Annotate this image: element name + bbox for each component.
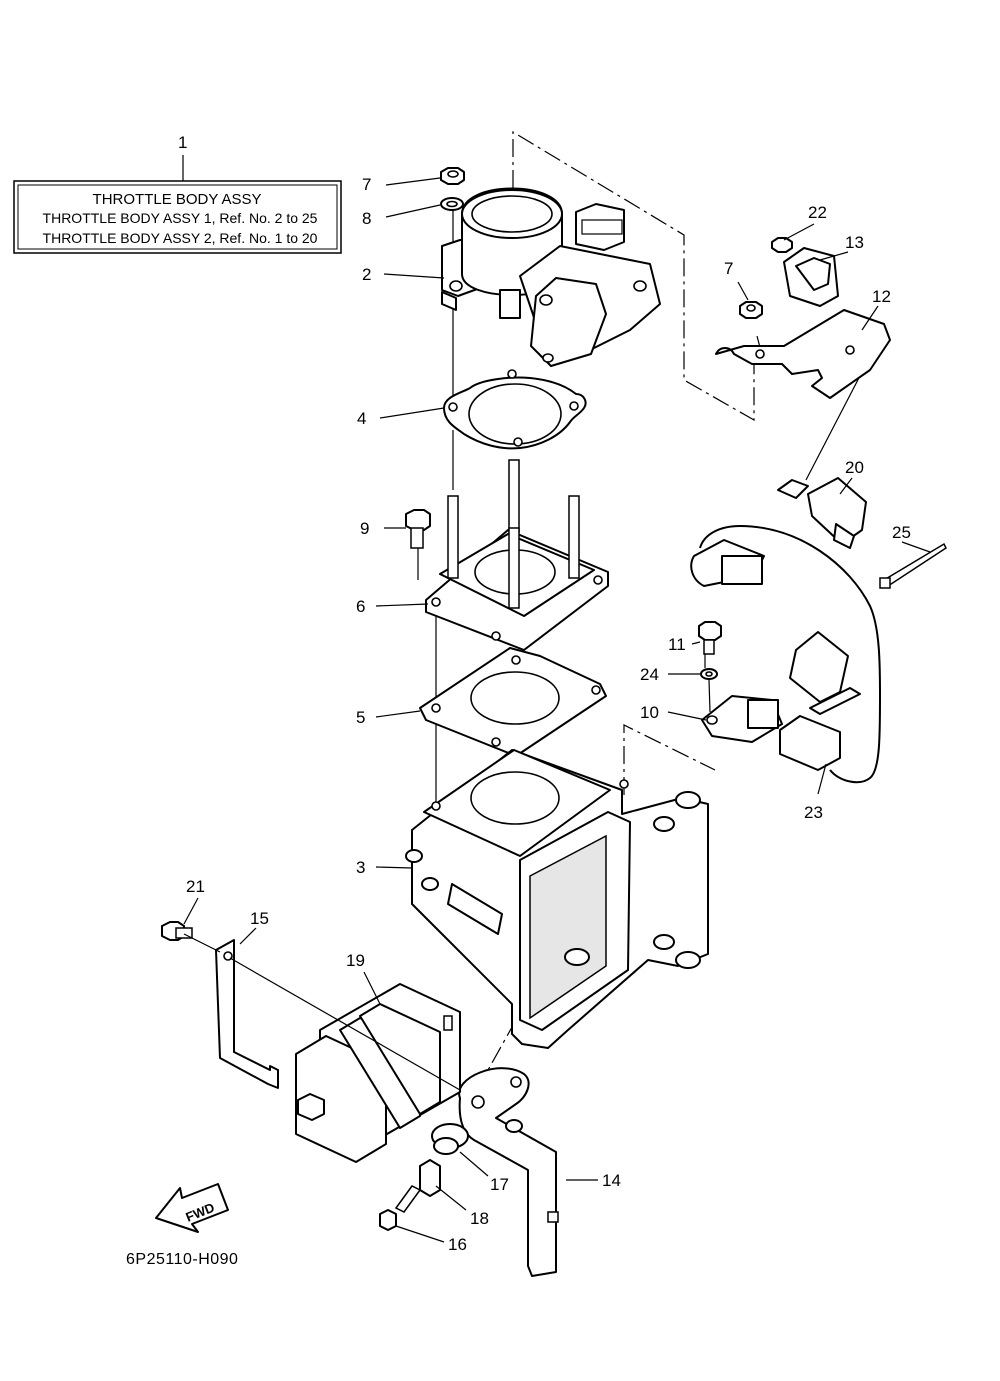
gasket-5 (419, 647, 607, 757)
legend-box: THROTTLE BODY ASSY THROTTLE BODY ASSY 1,… (13, 155, 342, 254)
legend-line-1: THROTTLE BODY ASSY 1, Ref. No. 2 to 25 (43, 210, 318, 226)
cable-tie-25 (879, 542, 947, 589)
collar-18 (419, 1159, 441, 1197)
callout-20: 20 (845, 458, 864, 477)
callout-21: 21 (186, 877, 205, 896)
callout-23: 23 (804, 803, 823, 822)
callout-7-bracket: 7 (724, 259, 733, 278)
bracket-12 (715, 309, 891, 399)
callout-17: 17 (490, 1175, 509, 1194)
legend-title: THROTTLE BODY ASSY (93, 191, 262, 208)
callout-4: 4 (357, 409, 366, 428)
callout-5: 5 (356, 708, 365, 727)
throttle-body-2 (441, 187, 661, 367)
clip-13 (783, 247, 839, 307)
bracket-14 (458, 1067, 559, 1277)
diagram-code: 6P25110-H090 (126, 1251, 238, 1268)
callout-10: 10 (640, 703, 659, 722)
callout-22: 22 (808, 203, 827, 222)
bolt-16 (379, 1185, 422, 1231)
washer-8 (440, 197, 464, 211)
callout-25: 25 (892, 523, 911, 542)
sensor-20 (777, 477, 867, 549)
bracket-15 (215, 939, 279, 1089)
callout-19: 19 (346, 951, 365, 970)
grommet-17 (431, 1123, 469, 1155)
callout-12: 12 (872, 287, 891, 306)
intake-body-3 (405, 749, 709, 1049)
canister-19 (295, 983, 461, 1163)
callout-24: 24 (640, 665, 659, 684)
callout-15: 15 (250, 909, 269, 928)
callout-18: 18 (470, 1209, 489, 1228)
nut-7-top (440, 167, 465, 185)
callout-3: 3 (356, 858, 365, 877)
callout-14: 14 (602, 1171, 621, 1190)
spacer-6 (425, 459, 609, 651)
bolt-21 (161, 921, 193, 941)
washer-24 (700, 668, 718, 680)
callout-1: 1 (178, 133, 187, 152)
wire-harness (690, 525, 881, 784)
callout-leaders (183, 177, 931, 1243)
callout-2: 2 (362, 265, 371, 284)
gasket-4 (443, 369, 587, 450)
callout-13: 13 (845, 233, 864, 252)
callout-8: 8 (362, 209, 371, 228)
forward-arrow-icon: FWD (155, 1183, 229, 1233)
legend-line-2: THROTTLE BODY ASSY 2, Ref. No. 1 to 20 (43, 230, 318, 246)
callout-11: 11 (668, 635, 686, 654)
callout-6: 6 (356, 597, 365, 616)
nut-7-bracket (739, 301, 763, 319)
sensor-10 (701, 695, 783, 743)
bolt-9 (405, 509, 431, 549)
callout-16: 16 (448, 1235, 467, 1254)
callout-numbers: 1 7 8 2 4 9 6 5 3 7 22 13 12 20 25 11 24… (178, 133, 911, 1254)
callout-9: 9 (360, 519, 369, 538)
nut-22 (771, 237, 793, 253)
callout-7-top: 7 (362, 175, 371, 194)
bolt-11 (698, 621, 722, 655)
